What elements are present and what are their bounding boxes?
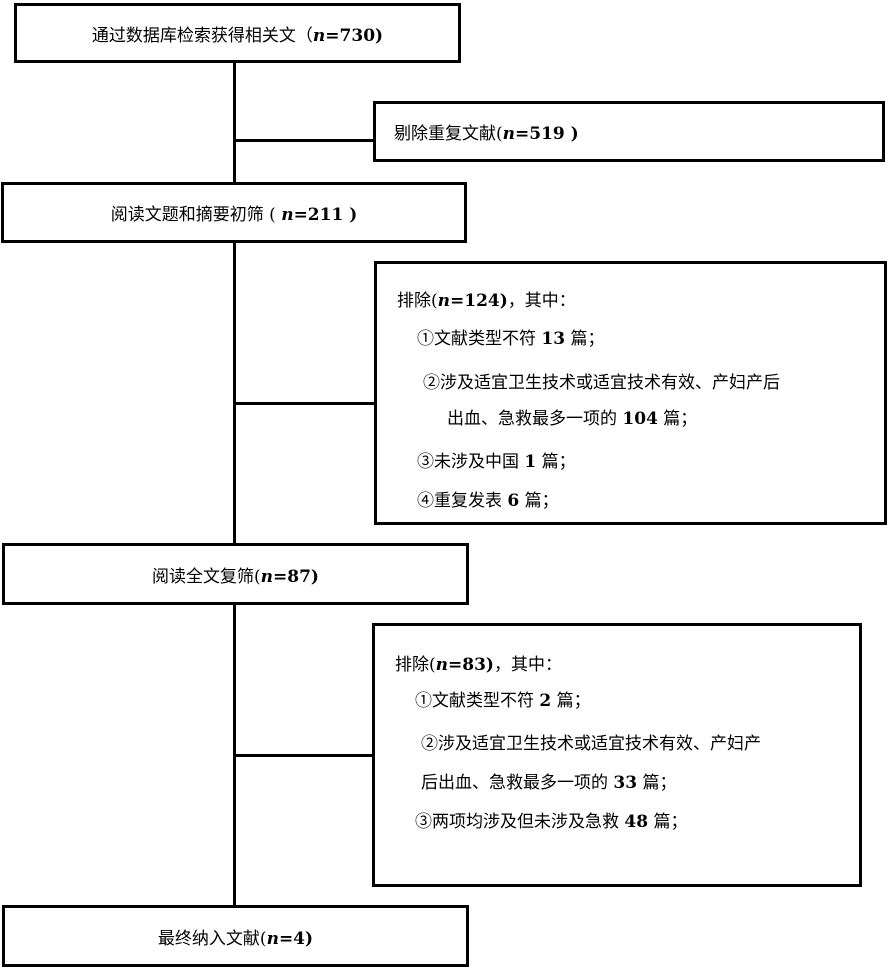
exclusion-second-item-2b: 后出血、急救最多一项的 33 篇； (421, 773, 677, 793)
exclusion-first-item-1: ①文献类型不符 13 篇； (417, 329, 605, 349)
box-remove-duplicates: 剔除重复文献(n=519 ) (373, 101, 885, 162)
connector-branch-exclude2 (233, 754, 374, 757)
exclusion-second-item-3: ③两项均涉及但未涉及急救 48 篇； (415, 812, 688, 832)
connector-branch-exclude1 (233, 402, 376, 405)
box-exclusion-second: 排除(n=83)，其中： ①文献类型不符 2 篇； ②涉及适宜卫生技术或适宜技术… (372, 623, 862, 887)
connector-main-1 (233, 62, 236, 183)
box-final-included-text: 最终纳入文献(n=4) (157, 928, 314, 949)
exclusion-second-heading: 排除(n=83)，其中： (395, 655, 562, 675)
box-database-search-text: 通过数据库检索获得相关文（n=730) (91, 25, 384, 46)
connector-main-2 (233, 242, 236, 544)
box-exclusion-first: 排除(n=124)，其中： ①文献类型不符 13 篇； ②涉及适宜卫生技术或适宜… (374, 261, 887, 525)
exclusion-second-item-2a: ②涉及适宜卫生技术或适宜技术有效、产妇产 (421, 734, 761, 754)
connector-branch-dedup (233, 139, 373, 142)
exclusion-second-item-1: ①文献类型不符 2 篇； (415, 691, 591, 711)
box-database-search: 通过数据库检索获得相关文（n=730) (14, 3, 461, 63)
exclusion-first-item-4: ④重复发表 6 篇； (417, 491, 559, 511)
box-title-abstract-screening: 阅读文题和摘要初筛 ( n=211 ) (1, 182, 467, 243)
exclusion-first-heading: 排除(n=124)，其中： (397, 291, 576, 311)
exclusion-first-item-2b: 出血、急救最多一项的 104 篇； (447, 409, 698, 429)
box-remove-duplicates-text: 剔除重复文献(n=519 ) (394, 124, 579, 144)
box-final-included: 最终纳入文献(n=4) (2, 905, 469, 967)
exclusion-first-item-2a: ②涉及适宜卫生技术或适宜技术有效、产妇产后 (423, 373, 780, 393)
box-title-abstract-screening-text: 阅读文题和摘要初筛 ( n=211 ) (110, 205, 358, 225)
box-fulltext-screening-text: 阅读全文复筛(n=87) (152, 566, 319, 587)
exclusion-first-item-3: ③未涉及中国 1 篇； (417, 452, 576, 472)
box-fulltext-screening: 阅读全文复筛(n=87) (2, 543, 469, 605)
